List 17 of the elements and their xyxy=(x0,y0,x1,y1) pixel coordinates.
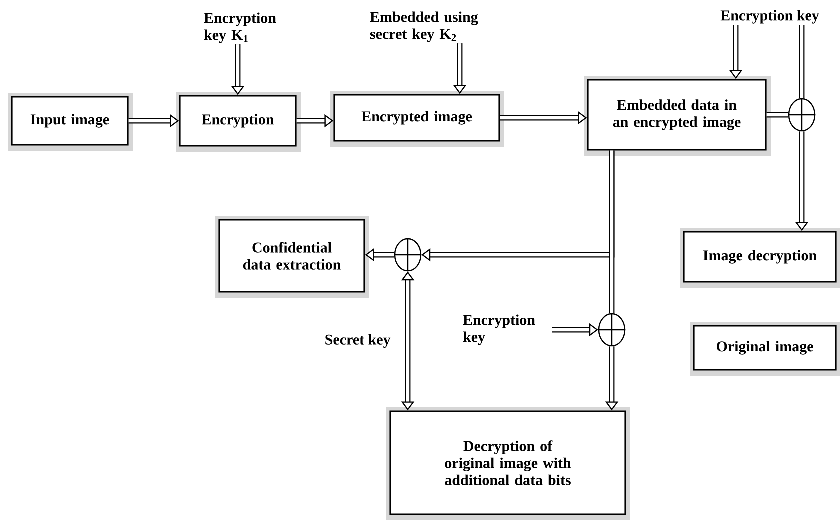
key-label: Encryption key xyxy=(720,10,820,24)
key-label: Encryption key xyxy=(463,314,536,346)
process-box: Image decryption xyxy=(680,228,840,288)
process-box: Confidential data extraction xyxy=(216,216,370,298)
xor-symbol xyxy=(394,238,422,272)
xor-symbol xyxy=(598,312,626,348)
process-box: Encryption xyxy=(176,92,301,152)
process-box: Decryption of original image with additional data bits xyxy=(386,408,630,520)
process-box: Input image xyxy=(8,93,133,151)
process-box: Embedded data in an encrypted image xyxy=(584,76,771,156)
double-arrow xyxy=(766,112,788,118)
process-box: Original image xyxy=(690,322,840,376)
xor-symbol xyxy=(788,98,816,132)
process-box: Encrypted image xyxy=(330,91,504,147)
key-label: Embedded using secret key K$_{2}$ xyxy=(370,12,478,42)
key-label: Encryption key K$_{1}$ xyxy=(204,12,276,44)
edge-label: Secret key xyxy=(324,333,392,349)
